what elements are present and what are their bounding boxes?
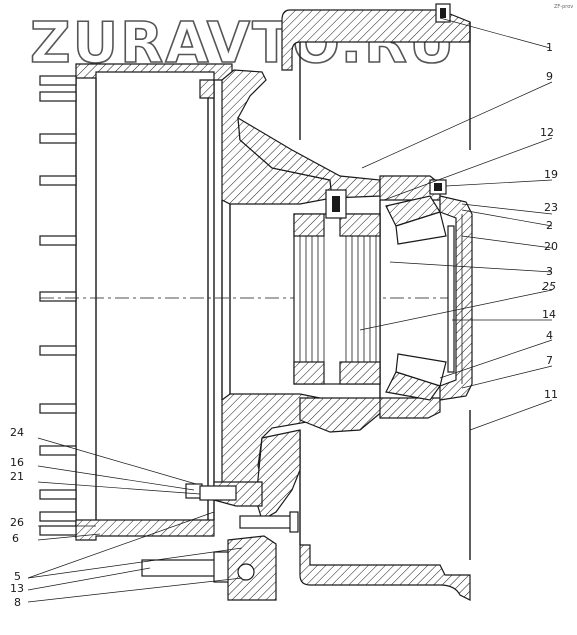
callout-11: 11 bbox=[544, 388, 558, 401]
callout-7: 7 bbox=[546, 354, 553, 367]
bearing-lower bbox=[385, 353, 447, 401]
callout-20: 20 bbox=[544, 240, 558, 253]
hub-casting bbox=[221, 69, 385, 501]
callout-16: 16 bbox=[10, 456, 24, 469]
callout-6: 6 bbox=[12, 532, 19, 545]
hub-cover bbox=[429, 179, 473, 401]
callout-25: 25 bbox=[542, 280, 556, 293]
callout-4: 4 bbox=[546, 329, 553, 342]
callout-8: 8 bbox=[14, 596, 21, 609]
lower-bolts bbox=[141, 483, 299, 601]
callout-2: 2 bbox=[546, 219, 553, 232]
callout-13: 13 bbox=[10, 582, 24, 595]
brake-drum-housing bbox=[75, 63, 233, 541]
callout-26: 26 bbox=[10, 516, 24, 529]
callout-14: 14 bbox=[542, 308, 556, 321]
callout-3: 3 bbox=[546, 265, 553, 278]
corner-mark: ZF-prov bbox=[554, 4, 573, 10]
callout-9: 9 bbox=[546, 70, 553, 83]
bearing-upper bbox=[385, 195, 447, 245]
callout-19: 19 bbox=[544, 168, 558, 181]
callout-5: 5 bbox=[14, 570, 21, 583]
valve-part-1 bbox=[435, 3, 451, 23]
callout-12: 12 bbox=[540, 126, 554, 139]
wheel-rim bbox=[281, 9, 471, 601]
callout-23: 23 bbox=[544, 201, 558, 214]
callout-21: 21 bbox=[10, 470, 24, 483]
disc-pack bbox=[293, 189, 381, 385]
callout-24: 24 bbox=[10, 426, 24, 439]
leader-lines bbox=[27, 17, 553, 603]
callouts: 1 9 12 19 23 2 20 3 25 14 4 7 11 24 16 2… bbox=[10, 41, 558, 609]
spindle-flange bbox=[379, 175, 441, 419]
wheel-studs bbox=[39, 75, 77, 536]
callout-1: 1 bbox=[546, 41, 553, 54]
